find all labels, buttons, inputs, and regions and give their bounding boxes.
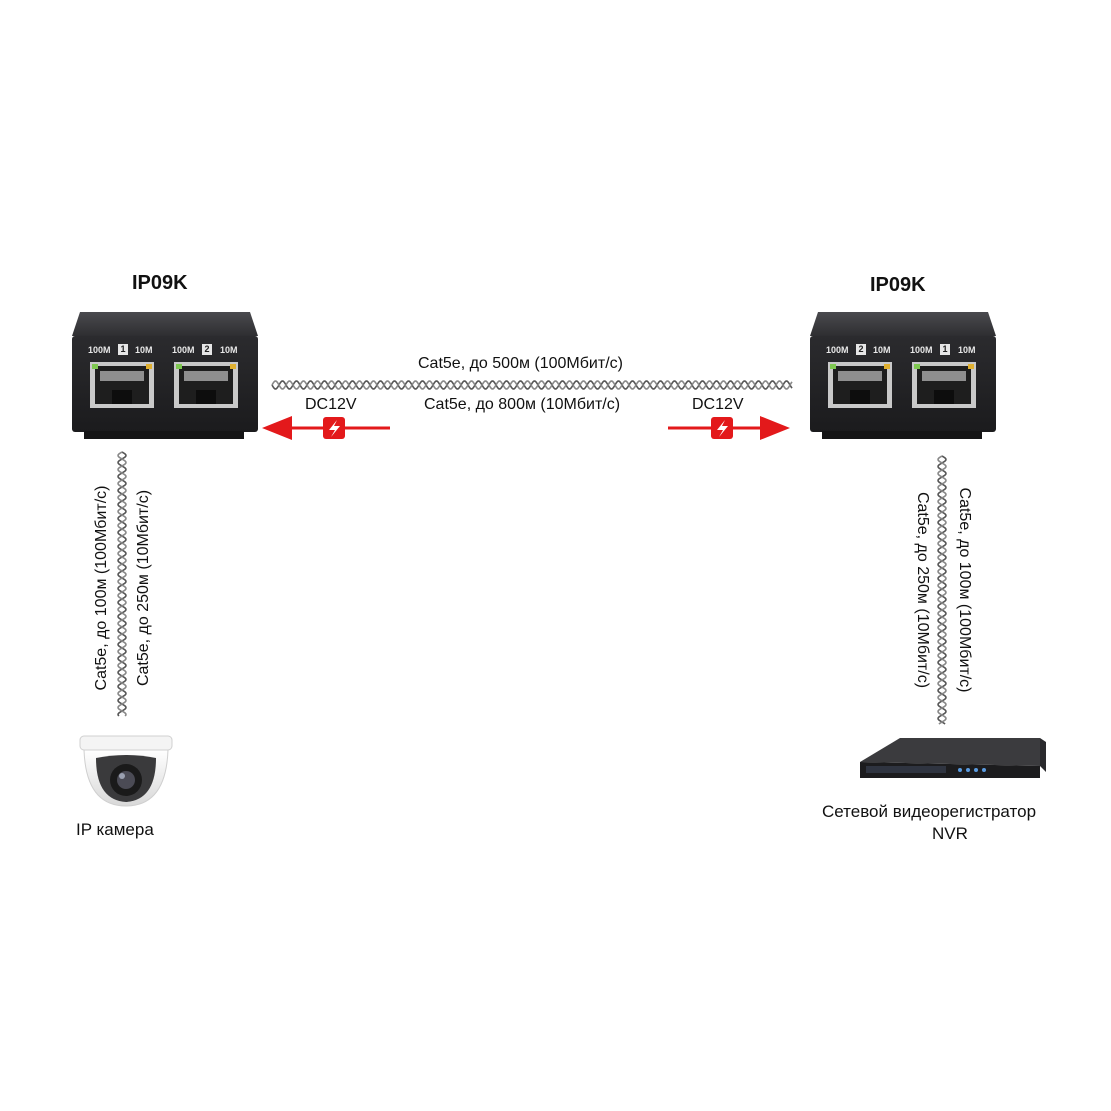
right-drop-cable — [937, 455, 947, 725]
left-port2-number: 2 — [202, 344, 212, 355]
nvr-icon — [860, 738, 1046, 778]
left-drop-cable — [117, 451, 127, 717]
left-port1-speed-10: 10M — [135, 345, 153, 355]
trunk-cable — [271, 380, 793, 390]
left-rj45-port-1[interactable] — [90, 362, 154, 408]
trunk-label-100mbps: Cat5e, до 500м (100Мбит/с) — [418, 355, 623, 372]
ip-camera-icon — [79, 735, 173, 807]
right-drop-label-100mbps: Cat5e, до 100м (100Мбит/с) — [956, 487, 973, 693]
left-extender-device — [72, 312, 258, 439]
left-port2-speed-100: 100M — [172, 345, 195, 355]
left-power-label: DC12V — [305, 396, 357, 413]
right-port1-speed-100: 100M — [826, 345, 849, 355]
right-port2-speed-10: 10M — [958, 345, 976, 355]
right-port2-speed-100: 100M — [910, 345, 933, 355]
right-rj45-port-1[interactable] — [828, 362, 892, 408]
right-unit-title: IP09K — [870, 274, 926, 296]
right-port2-number: 1 — [940, 344, 950, 355]
left-power-bolt-icon — [323, 417, 345, 439]
right-rj45-port-2[interactable] — [912, 362, 976, 408]
right-port1-number: 2 — [856, 344, 866, 355]
nvr-label-line2: NVR — [932, 824, 968, 843]
nvr-label-line1: Сетевой видеорегистратор — [822, 802, 1037, 821]
left-port1-speed-100: 100M — [88, 345, 111, 355]
right-power-bolt-icon — [711, 417, 733, 439]
left-drop-label-100mbps: Cat5e, до 100м (100Мбит/с) — [93, 485, 110, 691]
left-port2-speed-10: 10M — [220, 345, 238, 355]
right-port1-speed-10: 10M — [873, 345, 891, 355]
left-unit-title: IP09K — [132, 272, 188, 294]
left-rj45-port-2[interactable] — [174, 362, 238, 408]
right-drop-label-10mbps: Cat5e, до 250м (10Мбит/с) — [914, 491, 931, 689]
trunk-label-10mbps: Cat5e, до 800м (10Мбит/с) — [424, 396, 621, 413]
left-drop-label-10mbps: Cat5e, до 250м (10Мбит/с) — [135, 489, 152, 687]
left-port1-number: 1 — [118, 344, 128, 355]
right-extender-device — [810, 312, 996, 439]
right-power-label: DC12V — [692, 396, 744, 413]
ip-camera-label: IP камера — [76, 820, 154, 839]
